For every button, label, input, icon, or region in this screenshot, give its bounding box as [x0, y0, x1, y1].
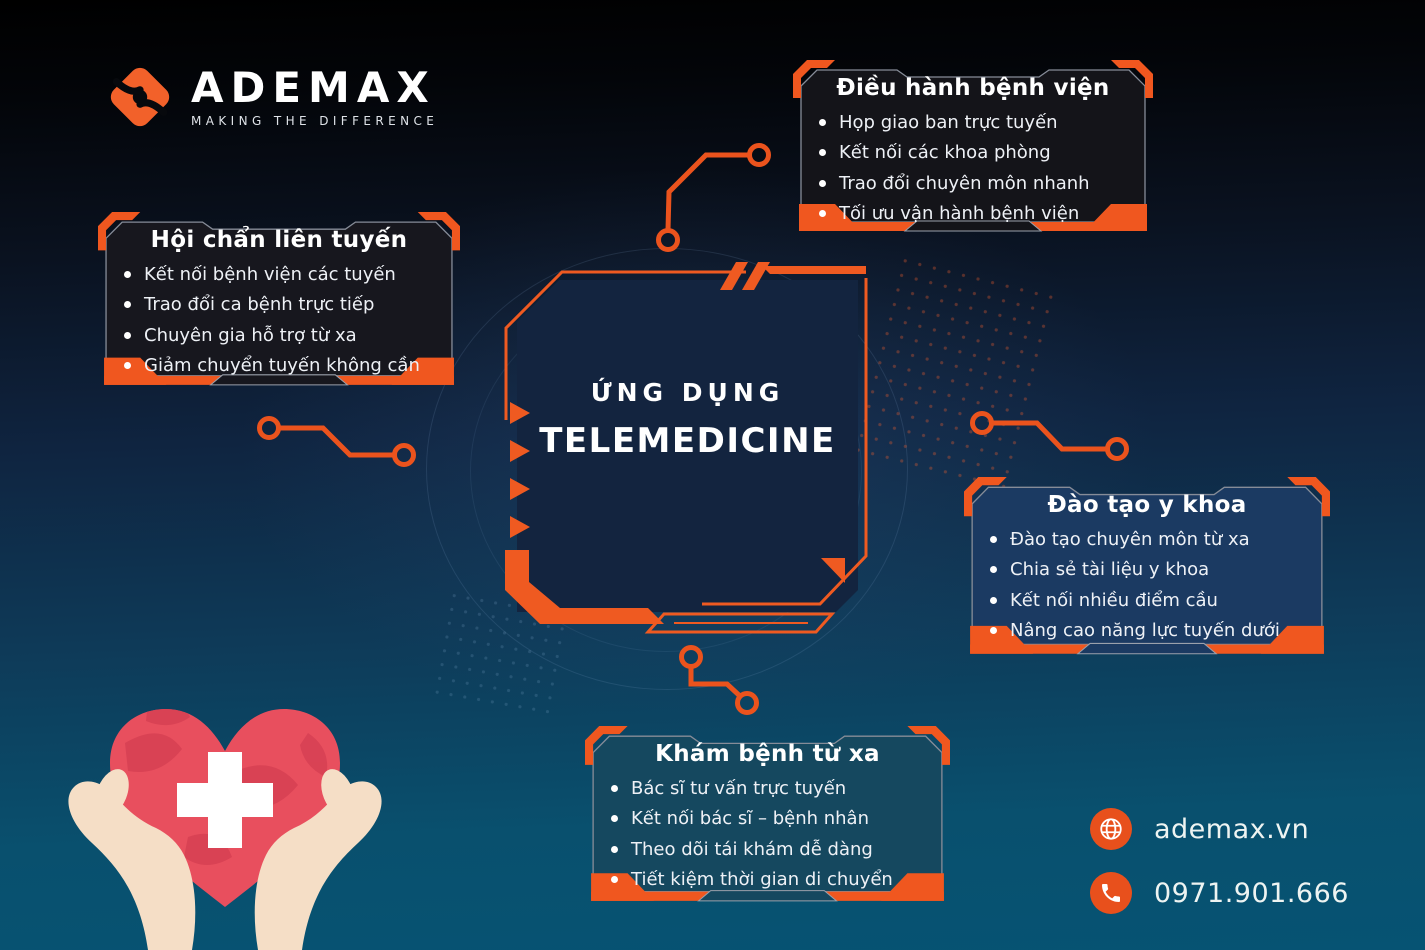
- callout-hospital-operations: Điều hành bệnh viện Họp giao ban trực tu…: [793, 60, 1153, 238]
- list-item: Họp giao ban trực tuyến: [819, 111, 1127, 135]
- bullet-icon: [124, 331, 131, 339]
- callout-teleconsultation: Hội chẩn liên tuyến Kết nối bệnh viện cá…: [98, 212, 460, 392]
- bullet-icon: [124, 361, 131, 369]
- center-panel: ỨNG DỤNG TELEMEDICINE: [496, 260, 872, 636]
- bullet-icon: [990, 536, 997, 543]
- brand-logo: ADEMAX MAKING THE DIFFERENCE: [103, 60, 438, 134]
- callout-frame: [98, 212, 460, 386]
- center-kicker: ỨNG DỤNG: [590, 378, 785, 407]
- bullet-icon: [124, 271, 131, 278]
- bullet-icon: [611, 875, 618, 883]
- website-text: ademax.vn: [1154, 813, 1310, 845]
- list-item: Bác sĩ tư vấn trực tuyến: [611, 777, 924, 801]
- callout-frame: [964, 477, 1330, 655]
- phone-text: 0971.901.666: [1154, 877, 1349, 909]
- medical-cross-icon: [177, 752, 273, 848]
- callout-frame: [793, 60, 1153, 232]
- callout-title: Khám bệnh từ xa: [655, 741, 880, 767]
- list-item: Chuyên gia hỗ trợ từ xa: [124, 324, 434, 348]
- list-item: Theo dõi tái khám dễ dàng: [611, 838, 924, 862]
- callout-remote-examination: Khám bệnh từ xa Bác sĩ tư vấn trực tuyến…: [585, 726, 950, 908]
- list-item: Trao đổi ca bệnh trực tiếp: [124, 293, 434, 317]
- bullet-icon: [990, 566, 997, 574]
- list-item: Trao đổi chuyên môn nhanh: [819, 172, 1127, 196]
- callout-frame: [585, 726, 950, 902]
- ademax-logo-icon: [110, 67, 170, 127]
- bullet-icon: [819, 119, 826, 126]
- website-row: ademax.vn: [1090, 808, 1349, 850]
- callout-title: Điều hành bệnh viện: [836, 75, 1110, 101]
- heart-in-hands-illustration: [68, 709, 382, 950]
- list-item: Đào tạo chuyên môn từ xa: [990, 528, 1304, 552]
- list-item: Kết nối bác sĩ – bệnh nhân: [611, 807, 924, 831]
- list-item: Kết nối bệnh viện các tuyến: [124, 263, 434, 287]
- bullet-icon: [819, 149, 826, 157]
- list-item: Tiết kiệm thời gian di chuyển: [611, 868, 924, 892]
- callout-list: Đào tạo chuyên môn từ xa Chia sẻ tài liệ…: [990, 528, 1304, 643]
- bullet-icon: [990, 626, 997, 634]
- bullet-icon: [124, 301, 131, 309]
- bullet-icon: [819, 179, 826, 187]
- bullet-icon: [611, 845, 618, 853]
- bullet-icon: [611, 815, 618, 823]
- list-item: Kết nối nhiều điểm cầu: [990, 589, 1304, 613]
- list-item: Chia sẻ tài liệu y khoa: [990, 558, 1304, 582]
- bullet-icon: [990, 596, 997, 604]
- bullet-icon: [819, 209, 826, 217]
- list-item: Nâng cao năng lực tuyến dưới: [990, 619, 1304, 643]
- brand-name: ADEMAX: [191, 62, 436, 112]
- center-panel-frame: [504, 262, 868, 634]
- brand-tagline: MAKING THE DIFFERENCE: [191, 114, 439, 129]
- phone-icon: [1090, 872, 1132, 914]
- center-title: TELEMEDICINE: [539, 421, 836, 461]
- globe-icon: [1090, 808, 1132, 850]
- phone-row: 0971.901.666: [1090, 872, 1349, 914]
- callout-title: Hội chẩn liên tuyến: [150, 227, 408, 253]
- callout-list: Bác sĩ tư vấn trực tuyến Kết nối bác sĩ …: [611, 777, 924, 892]
- callout-list: Họp giao ban trực tuyến Kết nối các khoa…: [819, 111, 1127, 226]
- callout-list: Kết nối bệnh viện các tuyến Trao đổi ca …: [124, 263, 434, 378]
- list-item: Tối ưu vận hành bệnh viện: [819, 202, 1127, 226]
- contact-info: ademax.vn 0971.901.666: [1090, 808, 1349, 914]
- callout-medical-training: Đào tạo y khoa Đào tạo chuyên môn từ xa …: [964, 477, 1330, 661]
- list-item: Kết nối các khoa phòng: [819, 141, 1127, 165]
- list-item: Giảm chuyển tuyến không cần: [124, 354, 434, 378]
- bullet-icon: [611, 785, 618, 792]
- callout-title: Đào tạo y khoa: [1047, 492, 1247, 518]
